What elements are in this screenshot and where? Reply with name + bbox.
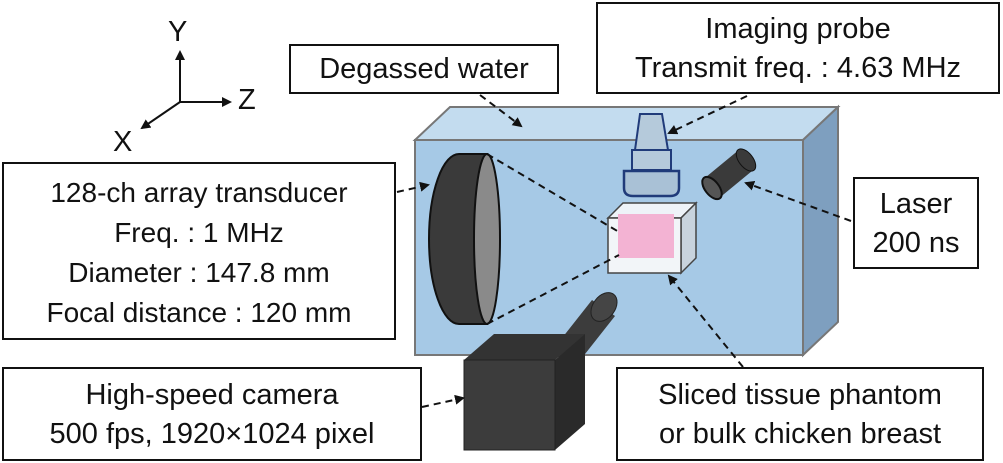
tissue-phantom [606, 201, 698, 275]
z-axis-label: Z [238, 84, 256, 116]
camera-label: High-speed camera 500 fps, 1920×1024 pix… [2, 367, 422, 461]
probe-label-line1: Imaging probe [705, 13, 891, 45]
camera-label-line2: 500 fps, 1920×1024 pixel [49, 418, 375, 450]
x-axis-arrow [140, 101, 181, 130]
phantom-label-line2: or bulk chicken breast [658, 418, 942, 450]
transducer-label-line4: Focal distance : 120 mm [46, 297, 352, 328]
array-transducer [428, 153, 501, 325]
tank-side-face [802, 104, 839, 358]
transducer-label-line1: 128-ch array transducer [50, 177, 348, 208]
laser-label: Laser 200 ns [853, 177, 979, 269]
water-label-text: Degassed water [319, 53, 529, 85]
laser-label-line2: 200 ns [872, 227, 960, 259]
phantom-sample [618, 214, 674, 258]
degassed-water-label: Degassed water [289, 44, 559, 94]
x-axis-label: X [113, 126, 133, 158]
leader-lines [396, 94, 852, 408]
imaging-probe-label: Imaging probe Transmit freq. : 4.63 MHz [596, 2, 1000, 94]
laser-label-line1: Laser [879, 188, 953, 220]
probe-label-line2: Transmit freq. : 4.63 MHz [634, 52, 962, 84]
imaging-probe [622, 113, 681, 198]
laser-head [701, 148, 757, 201]
transducer-label-line2: Freq. : 1 MHz [114, 217, 284, 248]
transducer-label: 128-ch array transducer Freq. : 1 MHz Di… [2, 162, 396, 340]
transducer-label-line3: Diameter : 147.8 mm [68, 257, 330, 288]
transducer-face [473, 153, 501, 325]
high-speed-camera [463, 292, 618, 451]
y-axis-label: Y [168, 16, 188, 48]
coordinate-axes [140, 50, 232, 130]
phantom-label-line1: Sliced tissue phantom [658, 379, 942, 411]
camera-label-line1: High-speed camera [85, 379, 339, 411]
phantom-label: Sliced tissue phantom or bulk chicken br… [616, 367, 984, 461]
tank-top-face [412, 106, 841, 141]
